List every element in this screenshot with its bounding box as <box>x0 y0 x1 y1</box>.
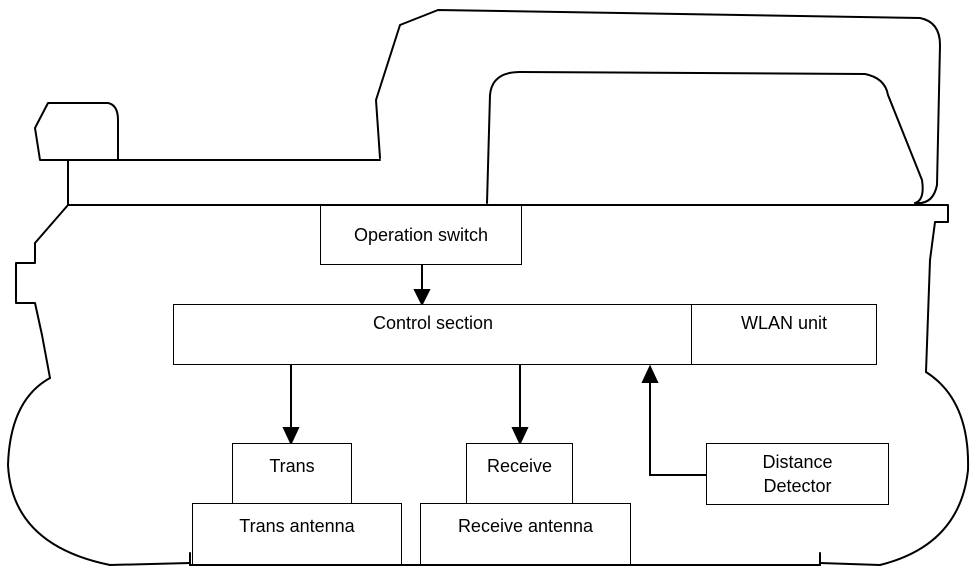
trans-label: Trans <box>269 456 315 476</box>
receive-antenna-box: Receive antenna <box>420 503 631 565</box>
receive-antenna-label: Receive antenna <box>457 516 594 536</box>
receive-label: Receive <box>486 456 553 476</box>
distance-detector-label-line2: Detector <box>763 476 832 496</box>
operation-switch-label: Operation switch <box>353 225 489 245</box>
operation-switch-box: Operation switch <box>320 205 522 265</box>
control-section-label: Control section <box>372 312 494 333</box>
trans-antenna-label: Trans antenna <box>239 516 355 536</box>
distance-detector-label-line1: Distance <box>762 452 833 472</box>
wlan-unit-label: WLAN unit <box>740 312 828 333</box>
trans-antenna-box: Trans antenna <box>192 503 402 565</box>
trans-box: Trans <box>232 443 352 505</box>
receive-box: Receive <box>466 443 573 505</box>
wlan-unit-box: WLAN unit <box>691 304 877 365</box>
distance-detector-box: Distance Detector <box>706 443 889 505</box>
control-section-box: Control section <box>173 304 693 365</box>
